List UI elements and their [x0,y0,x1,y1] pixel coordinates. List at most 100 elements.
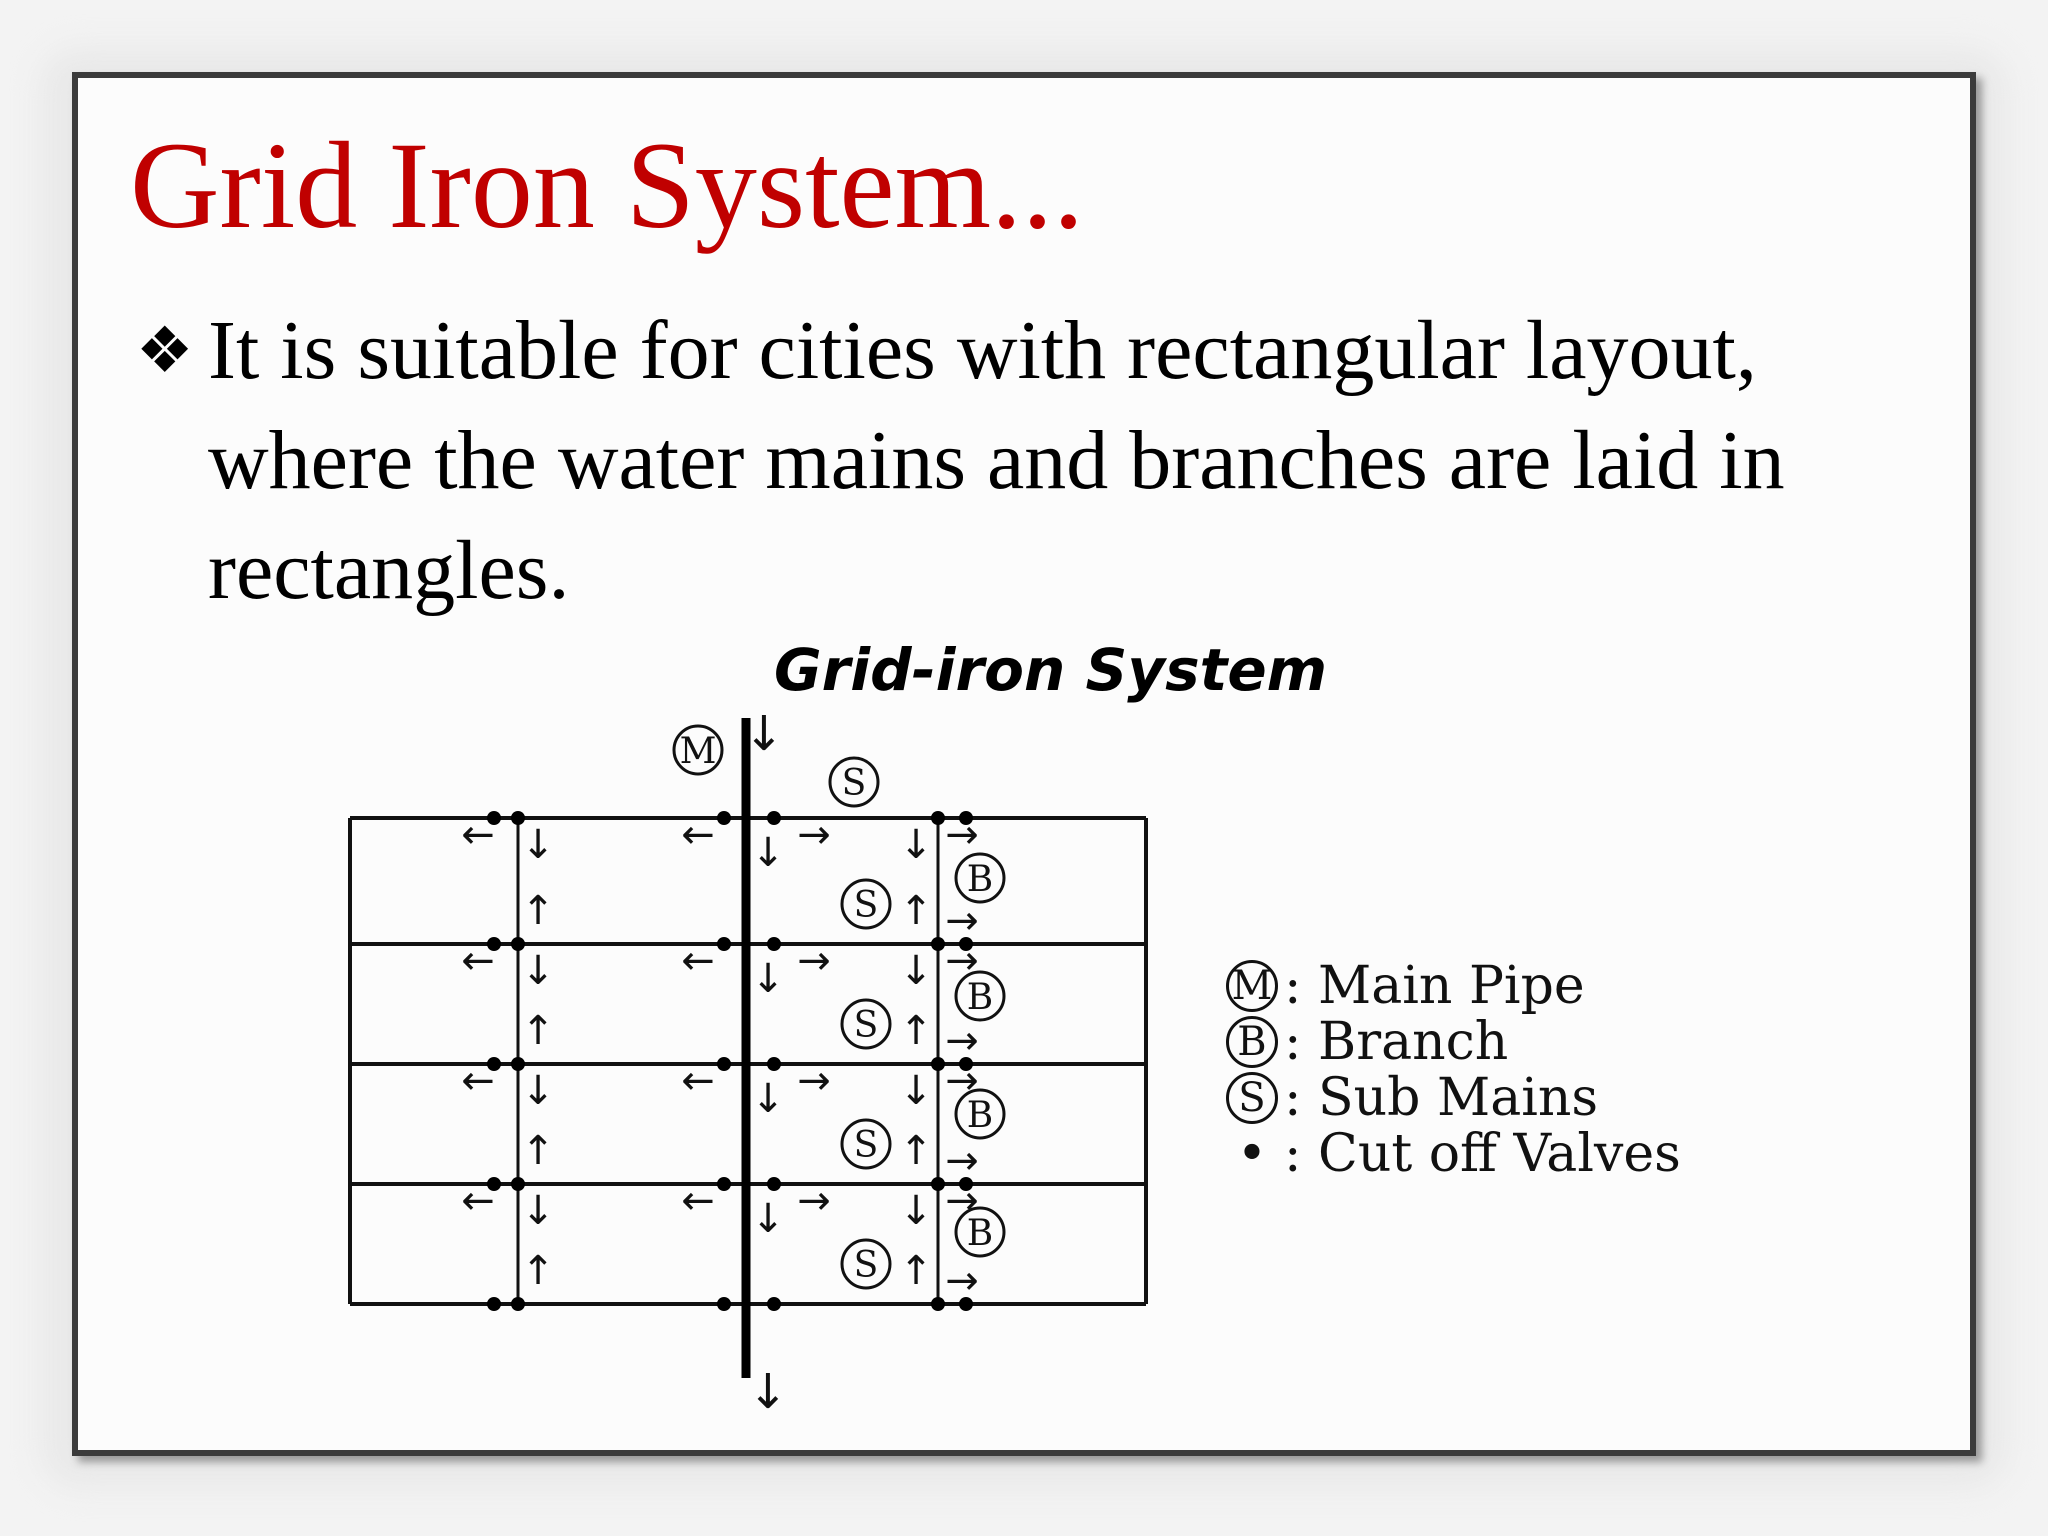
main-pipe-marker-label: M [680,731,717,772]
flow-arrow: ← [681,938,715,984]
cut-off-valve [487,1177,501,1191]
branch-marker-label: B [967,1213,993,1254]
flow-arrow: ↓ [751,956,785,1002]
flow-arrow: ← [681,812,715,858]
cut-off-valve [767,1177,781,1191]
cut-off-valve [959,811,973,825]
cut-off-valve [511,937,525,951]
flow-arrow: → [797,1178,831,1224]
cut-off-valve [767,937,781,951]
legend-item-valves: • : Cut off Valves [1226,1126,1681,1182]
legend-item-branch: B : Branch [1226,1014,1681,1070]
cut-off-valve [931,1297,945,1311]
flow-arrow: ↓ [521,1068,555,1114]
flow-arrow: ← [461,812,495,858]
flow-arrow: ← [681,1058,715,1104]
legend-symbol: B [1226,1016,1278,1068]
cut-off-valve [959,937,973,951]
branch-marker [954,970,1006,1022]
flow-arrow: ↓ [899,1188,933,1234]
slide: Grid Iron System... ❖ It is suitable for… [72,72,1976,1456]
flow-arrow: ↓ [899,1068,933,1114]
legend-label: : Cut off Valves [1284,1124,1681,1184]
cut-off-valve [717,1177,731,1191]
flow-arrow: ↓ [521,1188,555,1234]
diagram-caption: Grid-iron System [774,636,1328,704]
cut-off-valve [511,1057,525,1071]
cut-off-valve [767,1057,781,1071]
branch-marker-label: B [967,977,993,1018]
sub-main-marker [840,1118,892,1170]
flow-arrow: → [945,812,979,858]
flow-arrow: → [945,1258,979,1304]
legend-label: : Branch [1284,1012,1509,1072]
flow-arrow: ← [461,1058,495,1104]
flow-arrow: ↓ [751,830,785,876]
cut-off-valve [931,1177,945,1191]
legend-label: : Main Pipe [1284,956,1585,1016]
slide-title: Grid Iron System... [130,117,1085,254]
legend: M : Main Pipe B : Branch S : Sub Mains •… [1226,958,1681,1182]
sub-main-marker-label: S [854,885,879,926]
sub-main-marker [840,878,892,930]
cut-off-valve [717,1297,731,1311]
cut-off-valve [717,937,731,951]
branch-marker-label: B [967,859,993,900]
cut-off-valve [931,937,945,951]
cut-off-valve [959,1297,973,1311]
sub-main-marker-label: S [854,1005,879,1046]
cut-off-valve [717,1057,731,1071]
branch-marker [954,1088,1006,1140]
diagram-annotations: ↓↓←↓↑←↓→↓→↑→←↓↑←↓→↓→↑→←↓↑←↓→↓→↑→←↓↑←↓→↓→… [461,706,1006,1420]
cut-off-valve [959,1057,973,1071]
flow-arrow: ↑ [521,1128,555,1174]
legend-symbol: S [1226,1072,1278,1124]
branch-marker [954,1206,1006,1258]
flow-arrow: ↓ [521,822,555,868]
flow-arrow: ↓ [521,948,555,994]
legend-item-main: M : Main Pipe [1226,958,1681,1014]
flow-arrow: ↓ [899,822,933,868]
flow-arrow: → [797,938,831,984]
legend-item-sub-mains: S : Sub Mains [1226,1070,1681,1126]
cut-off-valve [931,1057,945,1071]
flow-arrow: ↓ [899,948,933,994]
cut-off-valve [717,811,731,825]
cut-off-valve [511,811,525,825]
branch-marker-label: B [967,1095,993,1136]
legend-symbol: M [1226,960,1278,1012]
flow-arrow: ↑ [899,888,933,934]
flow-arrow: ↓ [744,706,784,762]
sub-main-marker-label: S [854,1245,879,1286]
flow-arrow: ↑ [521,1248,555,1294]
legend-label: : Sub Mains [1284,1068,1599,1128]
grid-iron-diagram: ↓↓←↓↑←↓→↓→↑→←↓↑←↓→↓→↑→←↓↑←↓→↓→↑→←↓↑←↓→↓→… [348,706,1148,1420]
cut-off-valve [487,1057,501,1071]
main-pipe-marker [672,724,724,776]
flow-arrow: ↑ [899,1008,933,1054]
flow-arrow: ↑ [899,1248,933,1294]
cut-off-valve [959,1177,973,1191]
flow-arrow: ↓ [751,1076,785,1122]
cut-off-valve [931,811,945,825]
sub-main-marker [828,756,880,808]
sub-main-marker [840,998,892,1050]
flow-arrow: → [945,898,979,944]
flow-arrow: ↓ [748,1364,788,1420]
flow-arrow: → [945,1018,979,1064]
sub-main-marker-label: S [842,763,867,804]
sub-main-marker [840,1238,892,1290]
flow-arrow: → [945,1138,979,1184]
branch-marker [954,852,1006,904]
bullet-text: It is suitable for cities with rectangul… [208,304,1785,617]
flow-arrow: → [797,1058,831,1104]
cut-off-valve [767,1297,781,1311]
flow-arrow: ← [461,938,495,984]
flow-arrow: ← [461,1178,495,1224]
cut-off-valve [487,811,501,825]
flow-arrow: ↓ [751,1196,785,1242]
flow-arrow: ↑ [521,888,555,934]
flow-arrow: → [945,938,979,984]
cut-off-valve [767,811,781,825]
bullet-point: ❖ It is suitable for cities with rectang… [136,296,1936,626]
